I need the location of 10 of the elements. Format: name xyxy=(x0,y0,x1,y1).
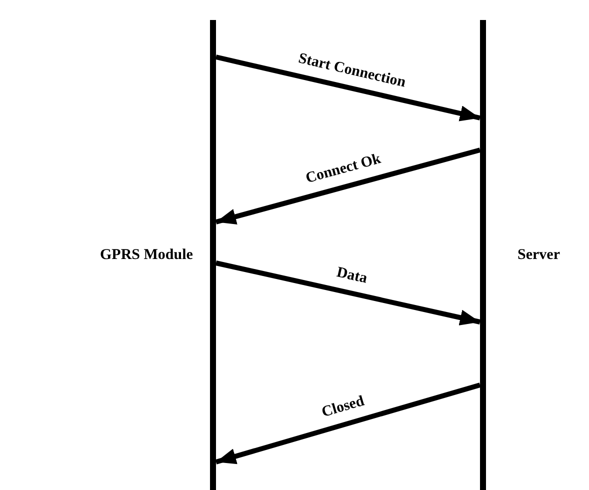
edge-label: Closed xyxy=(318,392,368,422)
edge-label: Data xyxy=(334,263,370,288)
arrow xyxy=(215,260,481,326)
edge-label: Start Connection xyxy=(296,49,408,92)
edge-label: Connect Ok xyxy=(303,150,384,189)
participant-label: Server xyxy=(518,246,560,265)
arrow xyxy=(215,54,481,122)
arrow xyxy=(215,382,481,464)
arrow xyxy=(215,148,481,224)
participant-label: GPRS Module xyxy=(100,246,193,265)
